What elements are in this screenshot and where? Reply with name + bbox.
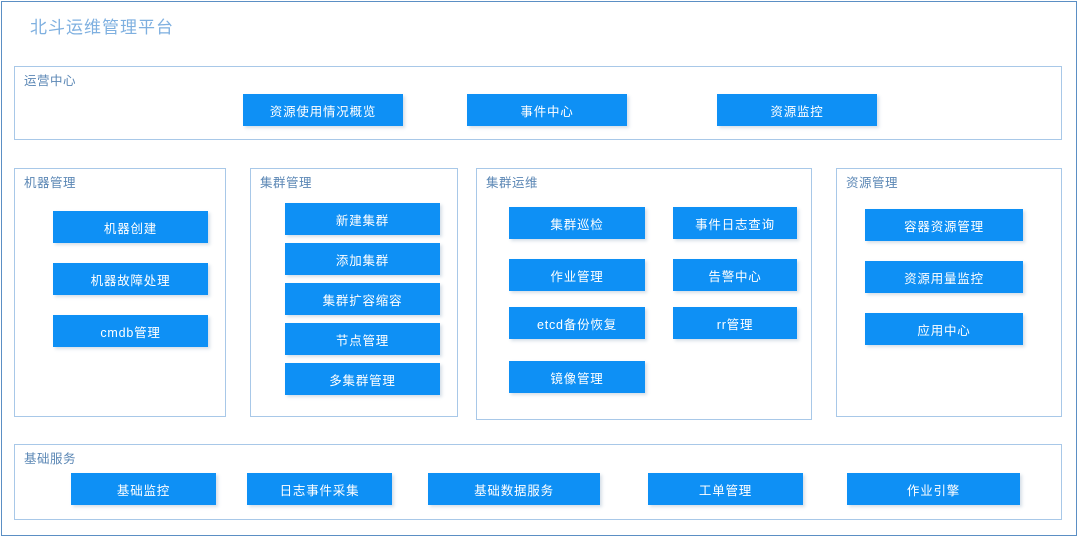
button-job-engine[interactable]: 作业引擎 [847, 473, 1020, 505]
panel-label-cluster-management: 集群管理 [260, 176, 313, 190]
button-cluster-inspection[interactable]: 集群巡检 [509, 207, 645, 239]
button-rr-management[interactable]: rr管理 [673, 307, 797, 339]
panel-label-basic-services: 基础服务 [24, 452, 77, 466]
panel-label-machine-management: 机器管理 [24, 176, 77, 190]
button-new-cluster[interactable]: 新建集群 [285, 203, 440, 235]
panel-machine-management: 机器管理 机器创建 机器故障处理 cmdb管理 [14, 168, 226, 417]
panel-cluster-management: 集群管理 新建集群 添加集群 集群扩容缩容 节点管理 多集群管理 [250, 168, 458, 417]
button-machine-create[interactable]: 机器创建 [53, 211, 208, 243]
button-image-management[interactable]: 镜像管理 [509, 361, 645, 393]
button-resource-monitoring[interactable]: 资源监控 [717, 94, 877, 126]
button-event-center[interactable]: 事件中心 [467, 94, 627, 126]
button-job-management[interactable]: 作业管理 [509, 259, 645, 291]
button-alarm-center[interactable]: 告警中心 [673, 259, 797, 291]
button-container-resource-management[interactable]: 容器资源管理 [865, 209, 1023, 241]
button-log-event-collection[interactable]: 日志事件采集 [247, 473, 392, 505]
panel-label-operations-center: 运营中心 [24, 74, 77, 88]
button-resource-usage-monitoring[interactable]: 资源用量监控 [865, 261, 1023, 293]
button-cmdb-management[interactable]: cmdb管理 [53, 315, 208, 347]
panel-label-resource-management: 资源管理 [846, 176, 899, 190]
panel-resource-management: 资源管理 容器资源管理 资源用量监控 应用中心 [836, 168, 1062, 417]
button-node-management[interactable]: 节点管理 [285, 323, 440, 355]
button-machine-fault-handling[interactable]: 机器故障处理 [53, 263, 208, 295]
panel-operations-center: 运营中心 资源使用情况概览 事件中心 资源监控 [14, 66, 1062, 140]
panel-basic-services: 基础服务 基础监控 日志事件采集 基础数据服务 工单管理 作业引擎 [14, 444, 1062, 520]
panel-cluster-operations: 集群运维 集群巡检 作业管理 etcd备份恢复 镜像管理 事件日志查询 告警中心… [476, 168, 812, 420]
button-resource-usage-overview[interactable]: 资源使用情况概览 [243, 94, 403, 126]
button-etcd-backup-restore[interactable]: etcd备份恢复 [509, 307, 645, 339]
button-basic-monitoring[interactable]: 基础监控 [71, 473, 216, 505]
panel-label-cluster-operations: 集群运维 [486, 176, 539, 190]
button-work-order-management[interactable]: 工单管理 [648, 473, 803, 505]
button-cluster-scaling[interactable]: 集群扩容缩容 [285, 283, 440, 315]
button-add-cluster[interactable]: 添加集群 [285, 243, 440, 275]
button-multi-cluster-management[interactable]: 多集群管理 [285, 363, 440, 395]
button-application-center[interactable]: 应用中心 [865, 313, 1023, 345]
button-basic-data-service[interactable]: 基础数据服务 [428, 473, 600, 505]
page-title: 北斗运维管理平台 [30, 18, 174, 37]
button-event-log-query[interactable]: 事件日志查询 [673, 207, 797, 239]
